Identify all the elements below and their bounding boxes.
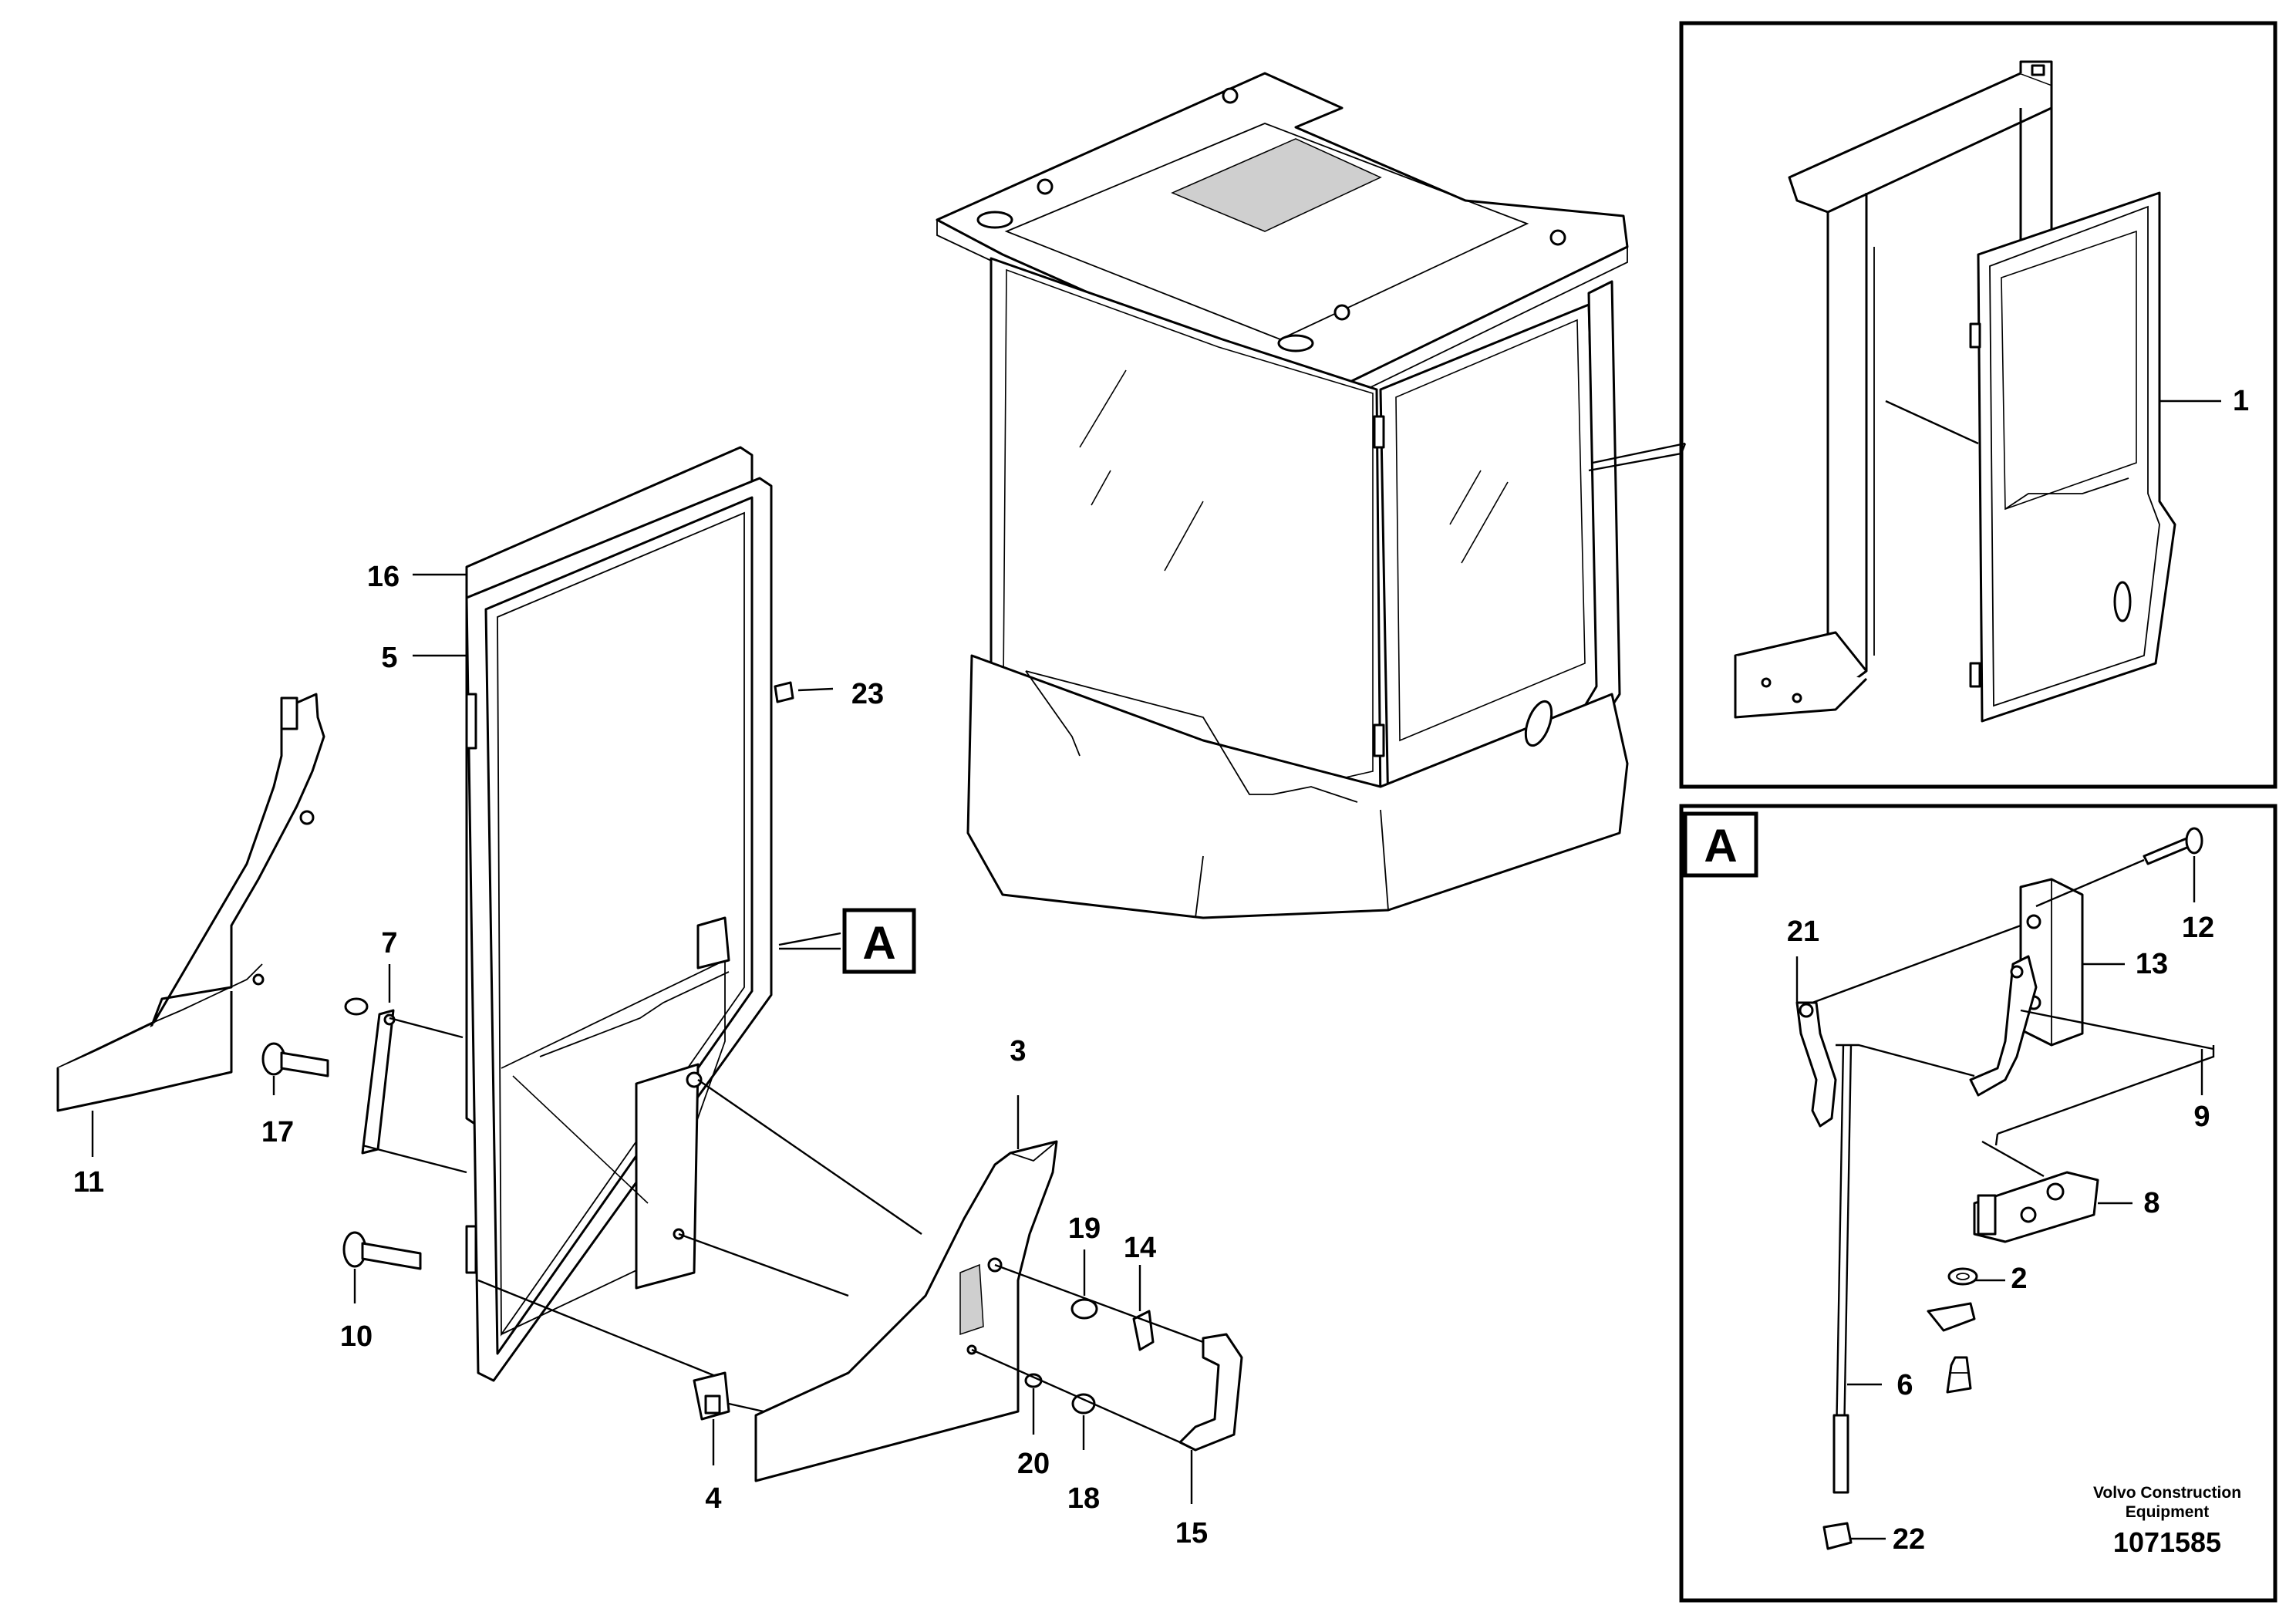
callout-4: 4	[705, 1482, 721, 1515]
callout-23: 23	[851, 678, 884, 710]
door-frame-assembly	[465, 446, 841, 1382]
callout-13: 13	[2136, 948, 2168, 980]
callout-15: 15	[1175, 1517, 1208, 1549]
drawing-number: 1071585	[2113, 1526, 2221, 1558]
detail-a-marker-box	[842, 908, 916, 974]
callout-19: 19	[1068, 1212, 1101, 1245]
callout-labels: 3 4 5 7 10 11 14 15 16 17 18 19 20 23 2 …	[73, 561, 2214, 1556]
callout-7: 7	[381, 927, 397, 959]
callout-14: 14	[1124, 1232, 1156, 1264]
callout-2: 2	[2011, 1263, 2027, 1295]
detail-box-door-assembly	[1679, 21, 2277, 789]
side-panel-11	[56, 693, 325, 1157]
detail-a-marker-label: A	[862, 917, 895, 969]
callout-8: 8	[2143, 1187, 2159, 1219]
cab-body	[936, 72, 1629, 919]
callout-22: 22	[1893, 1523, 1925, 1556]
callout-3: 3	[1010, 1035, 1026, 1067]
detail-a-box-label: A	[1704, 820, 1737, 872]
callout-1: 1	[2233, 385, 2249, 417]
callout-12: 12	[2182, 912, 2214, 944]
callout-6: 6	[1896, 1369, 1913, 1401]
callout-21: 21	[1787, 916, 1819, 948]
maker-line-1: Volvo Construction	[2093, 1484, 2241, 1502]
detail-box-a-latch	[1679, 804, 2277, 1603]
callout-18: 18	[1067, 1482, 1100, 1515]
callout-5: 5	[381, 642, 397, 674]
callout-20: 20	[1017, 1448, 1050, 1480]
callout-9: 9	[2193, 1101, 2210, 1133]
callout-11: 11	[73, 1166, 104, 1199]
callout-10: 10	[340, 1320, 373, 1353]
maker-line-2: Equipment	[2126, 1503, 2210, 1521]
trim-panel-3	[754, 1095, 1058, 1482]
callout-17: 17	[261, 1116, 294, 1148]
callout-16: 16	[367, 561, 400, 593]
